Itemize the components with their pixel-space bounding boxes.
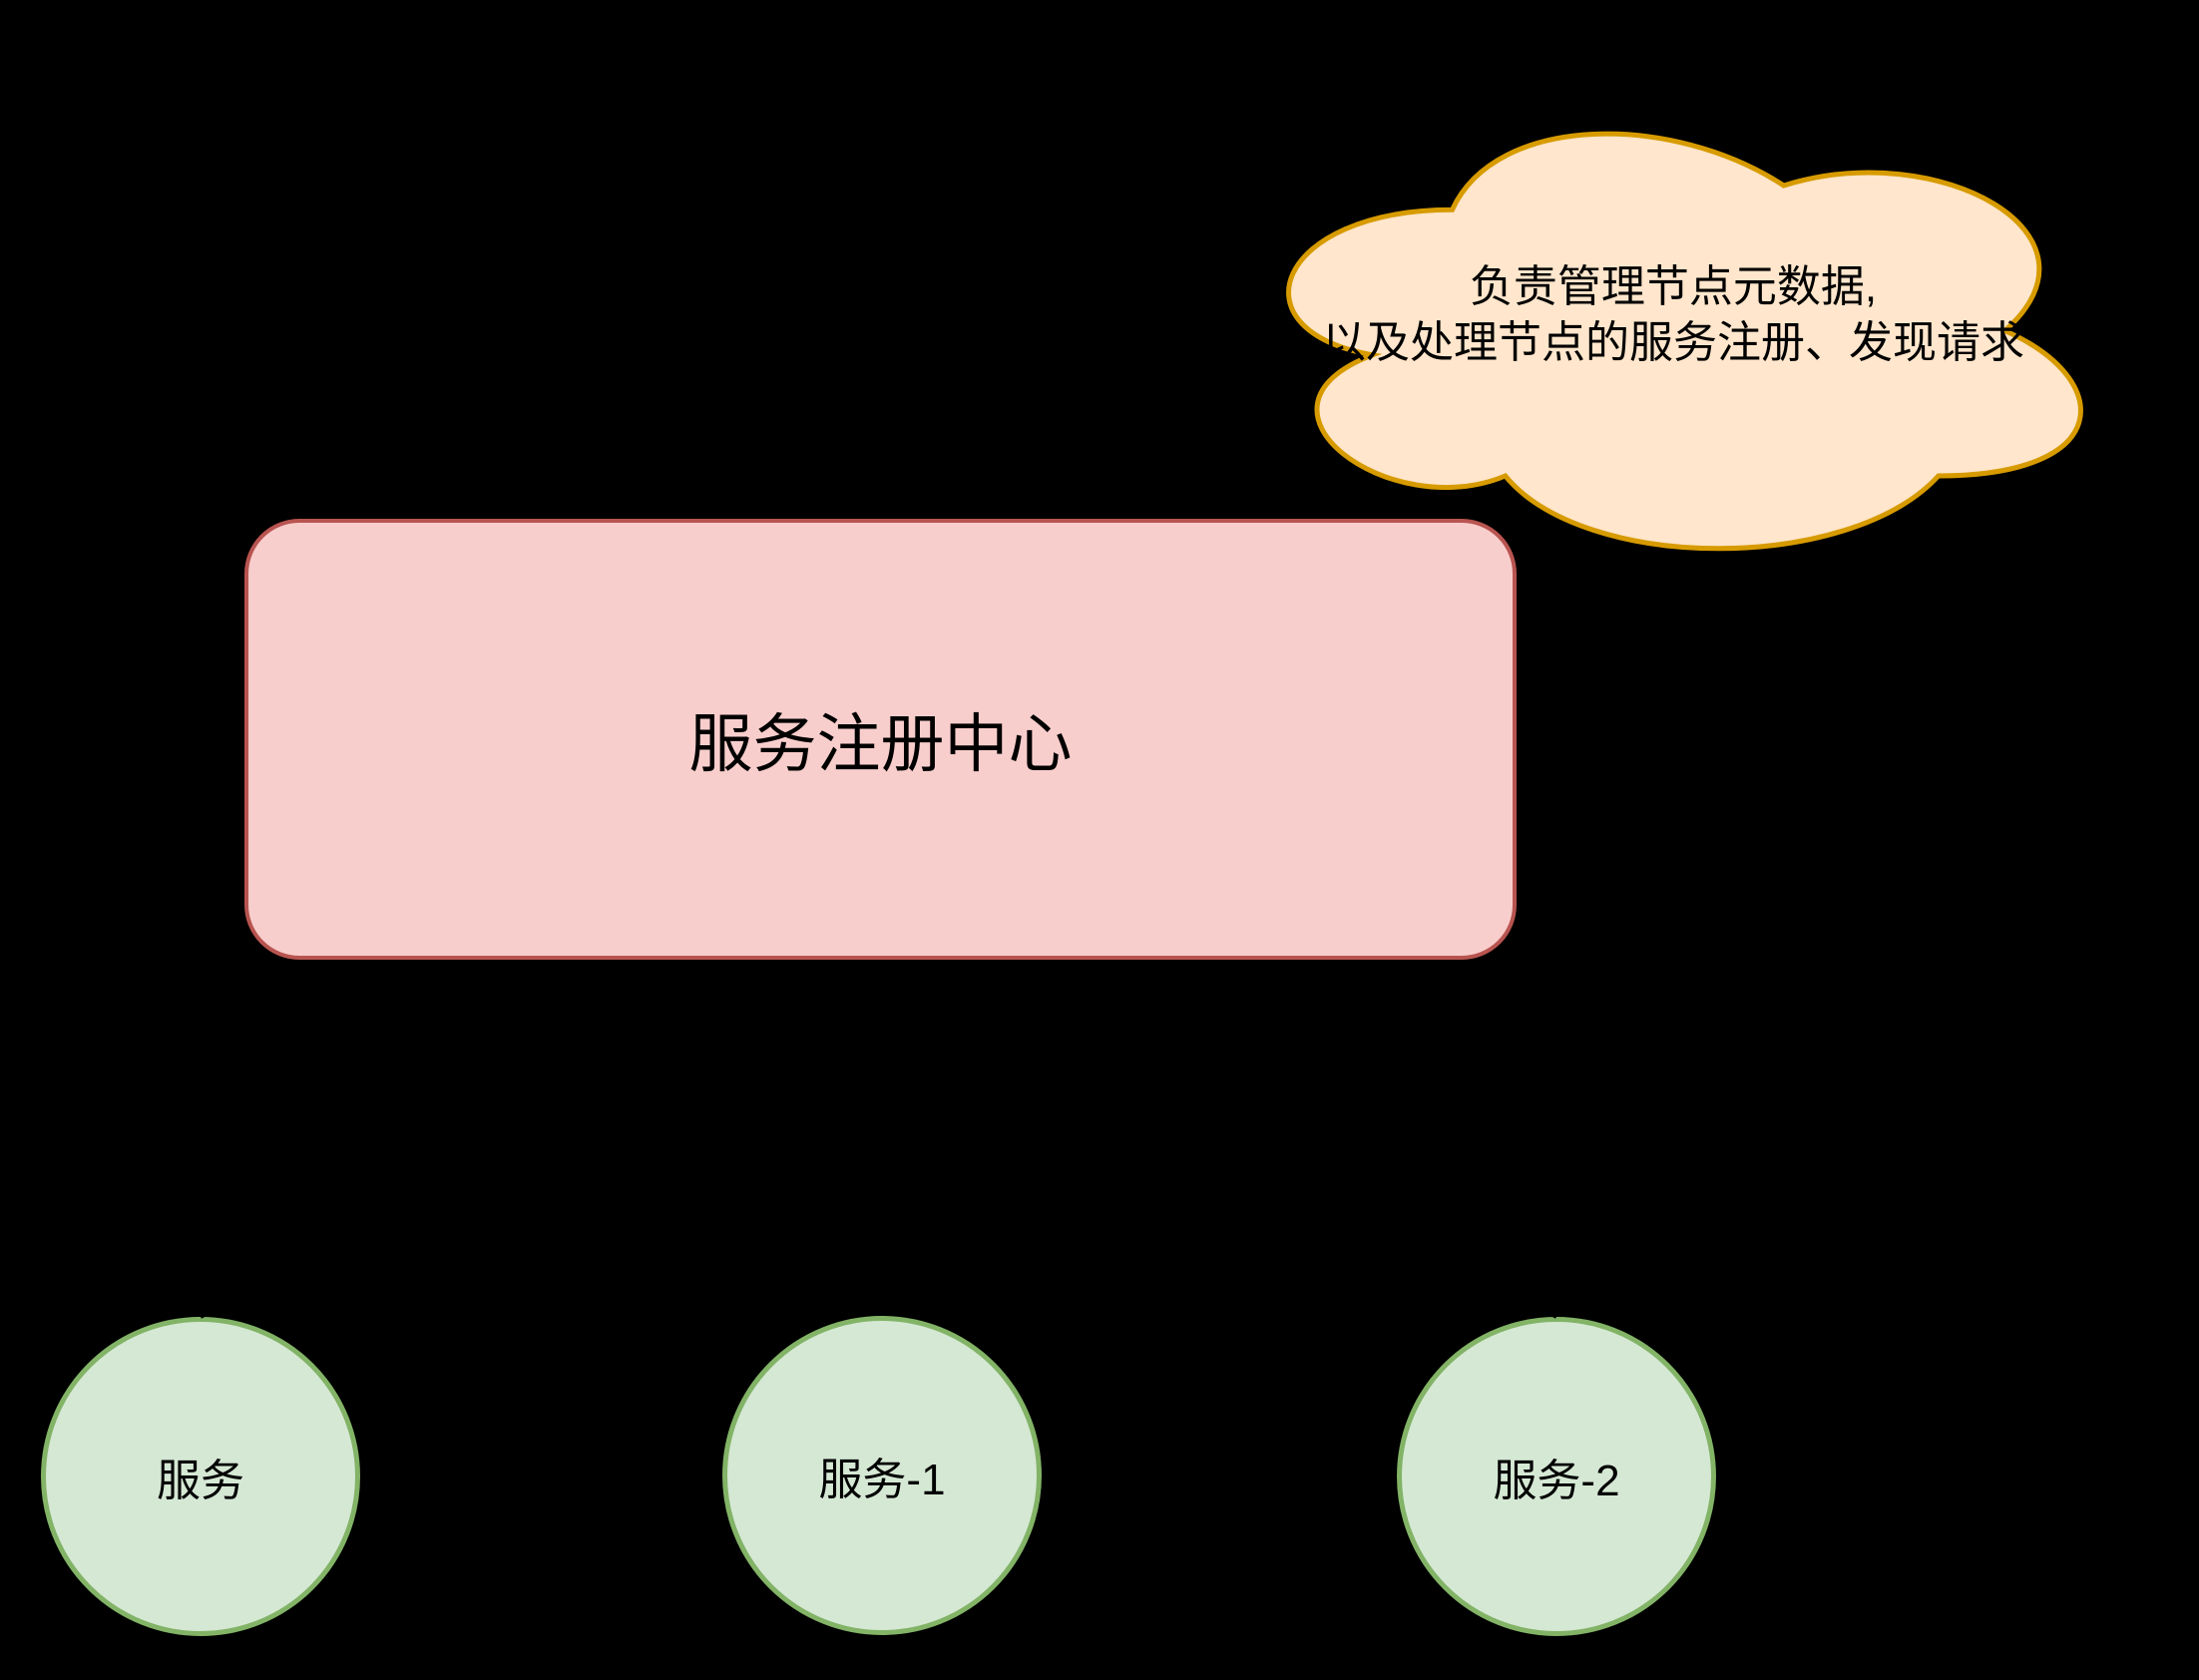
service-node-2: 服务-2 [1397,1317,1716,1636]
service-node-2-label: 服务-2 [1493,1457,1620,1505]
service-node-1: 服务-1 [722,1316,1042,1635]
connector-service-to-registry [200,964,886,1319]
cloud-annotation-line1: 负责管理节点元数据, [1469,262,1878,311]
connector-service2-to-registry [878,964,1557,1319]
service-node: 服务 [41,1317,360,1636]
service-node-1-label: 服务-1 [818,1456,946,1504]
service-registry-label: 服务注册中心 [688,708,1073,780]
cloud-annotation-text: 负责管理节点元数据, 以及处理节点的服务注册、发现请求 [1075,259,2199,371]
service-node-label: 服务 [157,1457,244,1505]
cloud-shape [1286,131,2083,552]
cloud-annotation-line2: 以及处理节点的服务注册、发现请求 [1322,318,2024,367]
cloud-callout: 负责管理节点元数据, 以及处理节点的服务注册、发现请求 [1231,89,2115,573]
service-registry-box: 服务注册中心 [244,519,1517,960]
cloud-icon [1286,131,2083,552]
